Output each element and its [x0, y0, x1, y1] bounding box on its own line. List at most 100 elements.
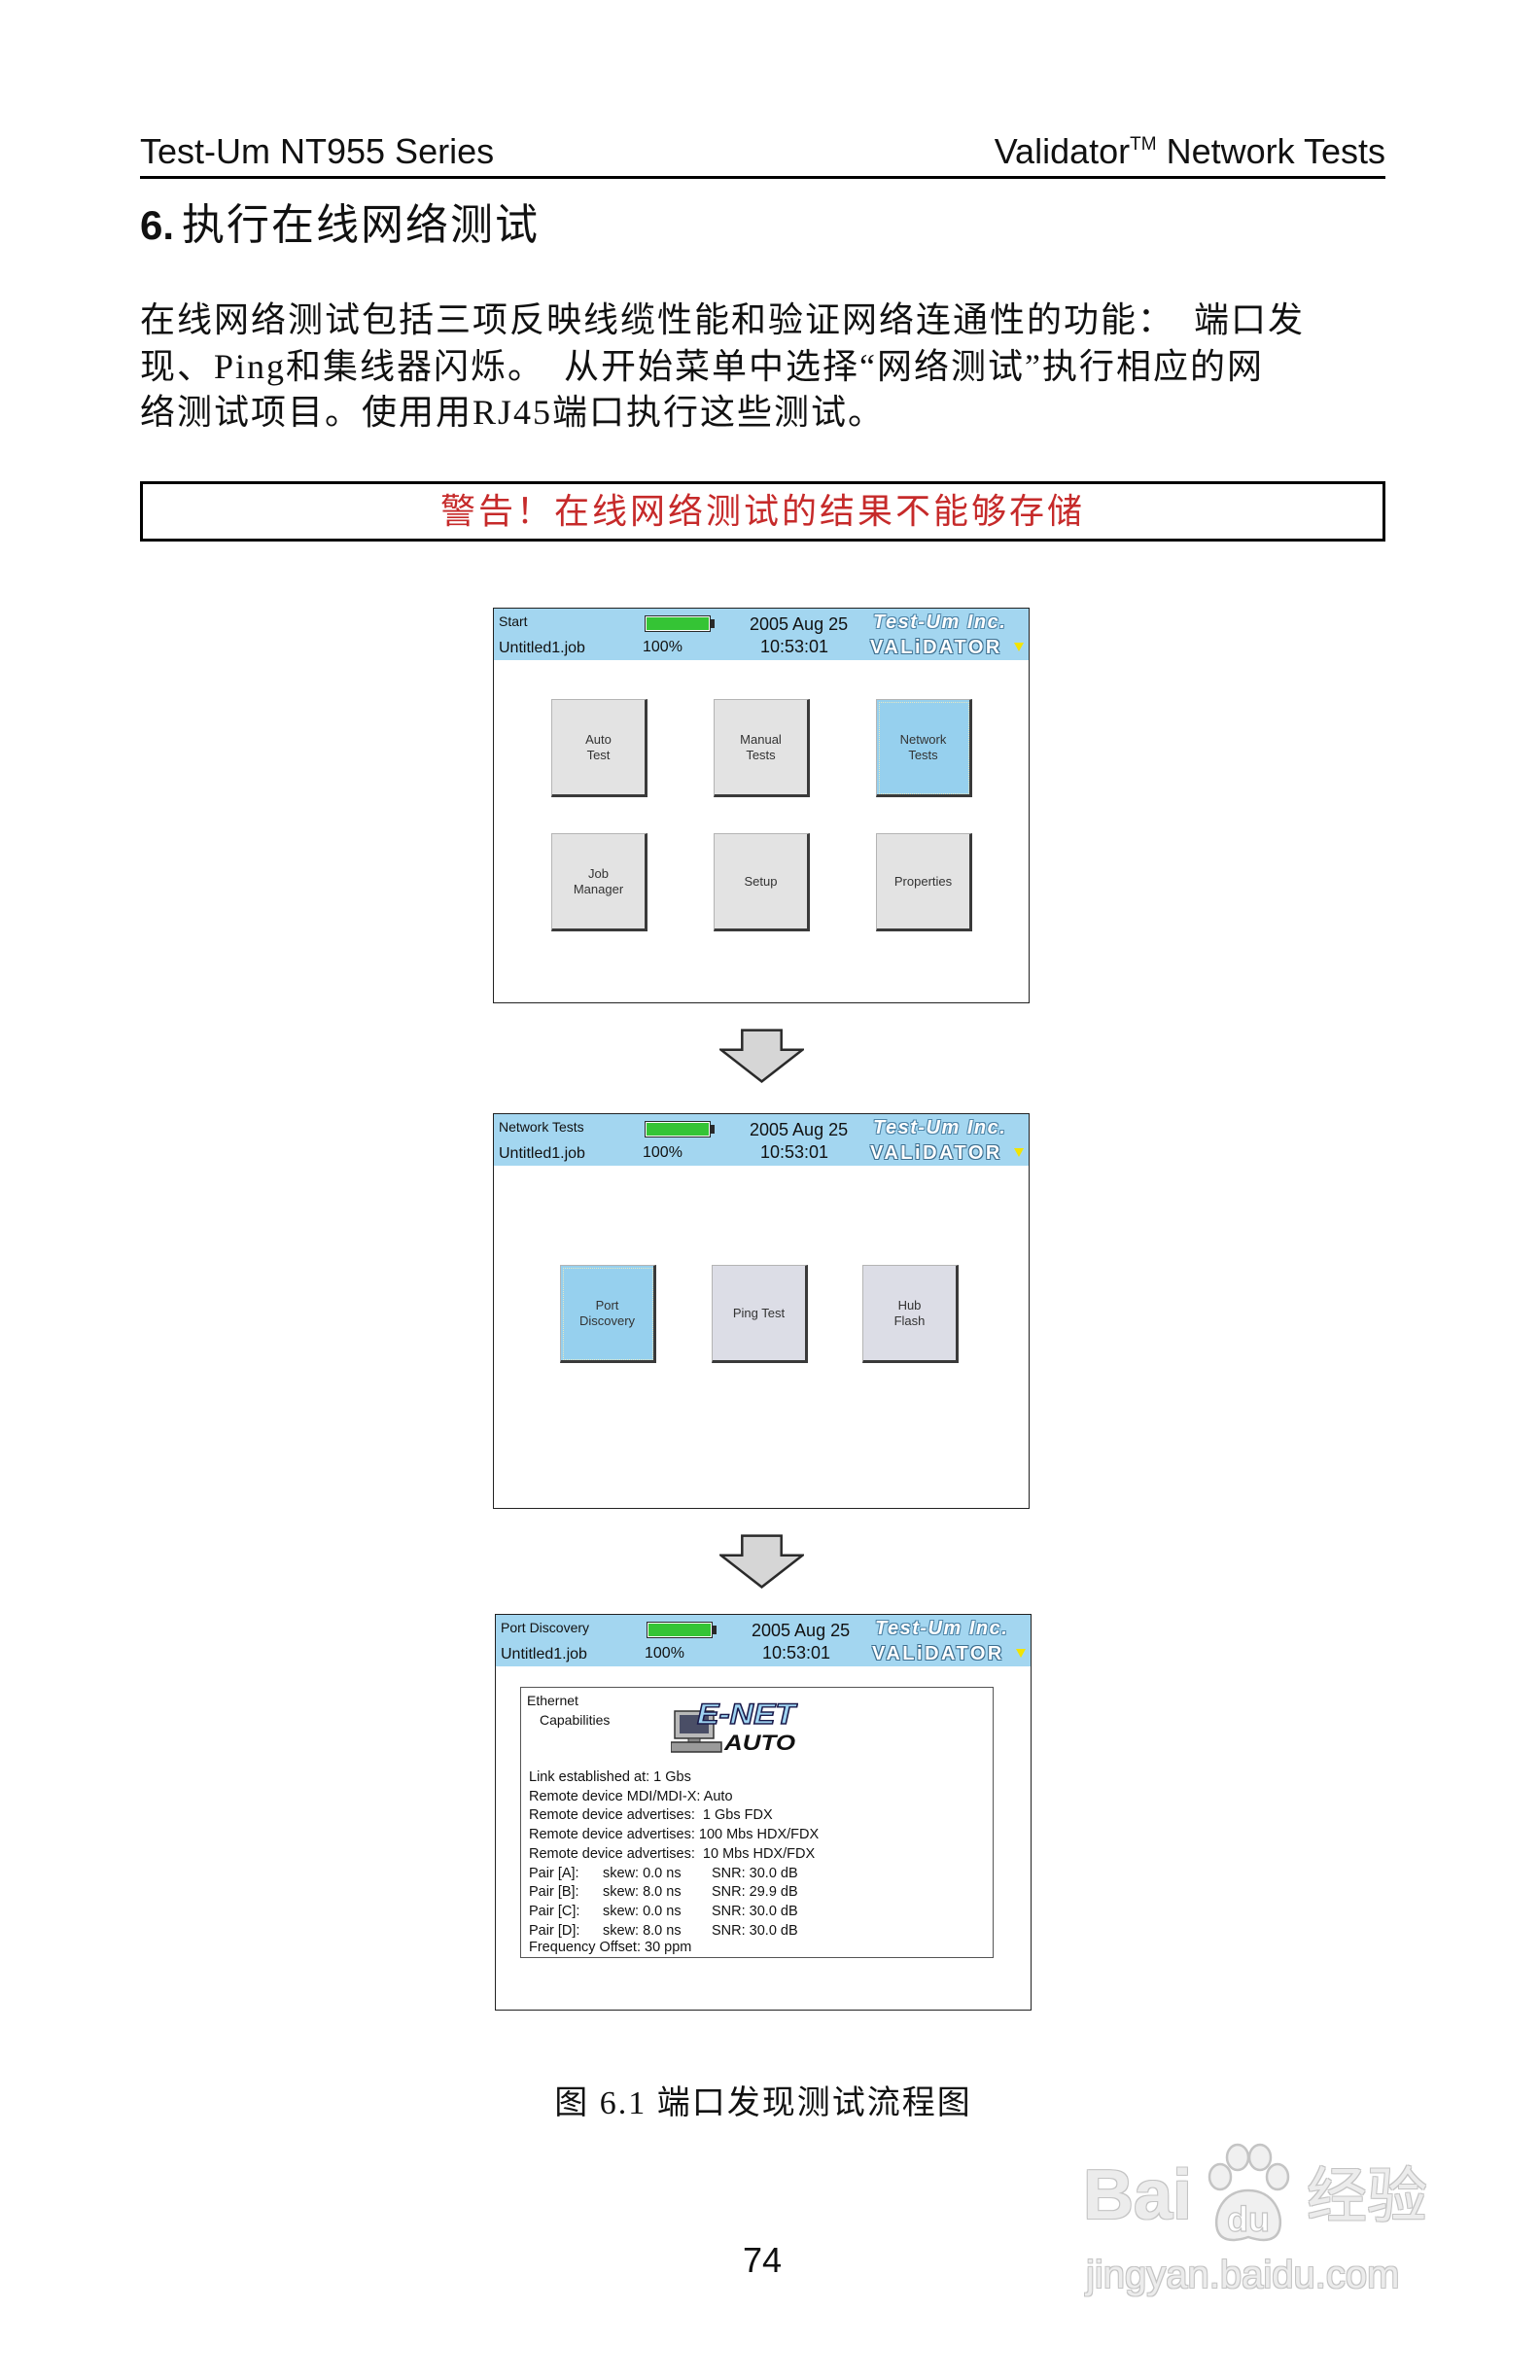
watermark-url: jingyan.baidu.com: [1086, 2254, 1400, 2296]
header-chapter-name: Network Tests: [1166, 131, 1385, 171]
button-label: Hub: [897, 1297, 922, 1312]
battery-percent: 100%: [643, 639, 682, 655]
advertise-line: Remote device advertises: 10 Mbs HDX/FDX: [529, 1845, 816, 1862]
warning-box: 警告！在线网络测试的结果不能够存储: [140, 481, 1385, 542]
link-status: Link established at: 1 Gbs: [529, 1769, 691, 1785]
battery-fill: [648, 1624, 711, 1636]
watermark-brand-du: du: [1227, 2199, 1270, 2239]
job-name: Untitled1.job: [499, 1145, 585, 1162]
pair-snr: SNR: 30.0 dB: [712, 1903, 798, 1919]
date-readout: 2005 Aug 25: [750, 614, 849, 634]
screen-status-bar: Port Discovery Untitled1.job 100% 2005 A…: [496, 1615, 1031, 1666]
page-number: 74: [742, 2240, 783, 2280]
manual-tests-button: Manual Tests: [714, 699, 810, 797]
pair-snr: SNR: 30.0 dB: [712, 1865, 798, 1881]
enet-auto-logo: E-NET AUTO: [671, 1698, 798, 1754]
panel-heading: Ethernet: [527, 1693, 578, 1708]
screen-title: Network Tests: [499, 1119, 584, 1135]
advertise-line: Remote device advertises: 100 Mbs HDX/FD…: [529, 1827, 820, 1843]
watermark-brand-cn: 经验: [1307, 2163, 1428, 2230]
device-screen-port-discovery: Port Discovery Untitled1.job 100% 2005 A…: [495, 1614, 1032, 2011]
battery-terminal: [711, 619, 715, 628]
dropdown-triangle-icon: [1014, 643, 1024, 651]
battery-fill: [647, 1123, 709, 1136]
button-label: Manual: [740, 731, 782, 747]
battery-fill: [647, 617, 709, 630]
header-series: Test-Um NT955 Series: [140, 131, 495, 171]
screen-status-bar: Start Untitled1.job 100% 2005 Aug 25 10:…: [494, 609, 1029, 660]
battery-terminal: [713, 1626, 717, 1634]
logo-enet-text: E-NET: [697, 1698, 798, 1731]
logo-auto-text: AUTO: [723, 1731, 795, 1754]
frequency-offset: Frequency Offset: 30 ppm: [529, 1940, 692, 1955]
down-arrow-icon: [719, 1534, 804, 1589]
mdi-status: Remote device MDI/MDI-X: Auto: [529, 1788, 733, 1804]
network-tests-button: Network Tests: [876, 699, 972, 797]
button-label: Setup: [744, 873, 778, 889]
screen-title: Port Discovery: [501, 1620, 590, 1635]
pair-skew: skew: 0.0 ns: [603, 1903, 682, 1919]
intro-line: 现、Ping和集线器闪烁。 从开始菜单中选择“网络测试”执行相应的网: [140, 347, 1264, 386]
header-brand: Validator: [994, 131, 1131, 171]
auto-test-button: Auto Test: [551, 699, 648, 797]
properties-button: Properties: [876, 833, 972, 931]
product-logo: VALiDATOR: [870, 637, 1002, 658]
job-name: Untitled1.job: [501, 1646, 587, 1662]
pair-snr: SNR: 29.9 dB: [712, 1884, 798, 1901]
time-readout: 10:53:01: [760, 637, 829, 656]
screen-title: Start: [499, 613, 528, 629]
button-label: Properties: [893, 873, 953, 889]
button-label: Network: [899, 731, 947, 747]
hub-flash-button: Hub Flash: [862, 1265, 959, 1363]
battery-icon: [645, 615, 711, 632]
section-number: 6.: [140, 202, 175, 248]
device-screen-start: Start Untitled1.job 100% 2005 Aug 25 10:…: [493, 608, 1030, 1003]
product-logo: VALiDATOR: [870, 1142, 1002, 1164]
section-title: 执行在线网络测试: [182, 201, 541, 249]
device-screen-network-tests: Network Tests Untitled1.job 100% 2005 Au…: [493, 1113, 1030, 1509]
advertise-line: Remote device advertises: 1 Gbs FDX: [529, 1807, 773, 1824]
intro-line: 在线网络测试包括三项反映线缆性能和验证网络连通性的功能： 端口发: [140, 300, 1306, 339]
date-readout: 2005 Aug 25: [750, 1120, 849, 1139]
figure-caption: 图 6.1 端口发现测试流程图: [554, 2085, 972, 2121]
job-name: Untitled1.job: [499, 640, 585, 656]
button-label: Test: [586, 747, 611, 762]
button-label: Tests: [908, 747, 938, 762]
button-label: Manager: [573, 881, 624, 896]
pair-label: Pair [D]:: [529, 1922, 580, 1939]
job-manager-button: Job Manager: [551, 833, 648, 931]
panel-subheading: Capabilities: [540, 1712, 611, 1728]
product-logo: VALiDATOR: [872, 1643, 1004, 1664]
screen-status-bar: Network Tests Untitled1.job 100% 2005 Au…: [494, 1114, 1029, 1166]
pair-label: Pair [B]:: [529, 1884, 579, 1901]
brand-logo: Test-Um Inc.: [873, 1117, 1007, 1138]
button-label: Auto: [585, 731, 612, 747]
dropdown-triangle-icon: [1016, 1649, 1026, 1658]
port-discovery-button: Port Discovery: [560, 1265, 656, 1363]
section-heading: 6.执行在线网络测试: [140, 202, 540, 259]
time-readout: 10:53:01: [760, 1142, 829, 1162]
pair-label: Pair [C]:: [529, 1903, 580, 1919]
watermark-brand: Bai: [1083, 2156, 1193, 2234]
header-trademark: TM: [1130, 134, 1157, 155]
pair-snr: SNR: 30.0 dB: [712, 1922, 798, 1939]
button-label: Discovery: [578, 1312, 636, 1328]
button-label: Port: [595, 1297, 619, 1312]
date-readout: 2005 Aug 25: [752, 1621, 851, 1640]
down-arrow-icon: [719, 1029, 804, 1083]
battery-terminal: [711, 1125, 715, 1134]
setup-button: Setup: [714, 833, 810, 931]
pair-skew: skew: 8.0 ns: [603, 1884, 682, 1901]
header-chapter: ValidatorTM Network Tests: [995, 132, 1385, 171]
brand-logo: Test-Um Inc.: [873, 612, 1007, 633]
computer-icon: [671, 1710, 722, 1753]
dropdown-triangle-icon: [1014, 1148, 1024, 1157]
header-rule: [140, 176, 1385, 179]
button-label: Tests: [746, 747, 776, 762]
button-label: Ping Test: [732, 1305, 786, 1320]
warning-text: 警告！在线网络测试的结果不能够存储: [439, 492, 1085, 531]
brand-logo: Test-Um Inc.: [875, 1618, 1009, 1639]
pair-skew: skew: 0.0 ns: [603, 1865, 682, 1881]
button-label: Flash: [893, 1312, 926, 1328]
